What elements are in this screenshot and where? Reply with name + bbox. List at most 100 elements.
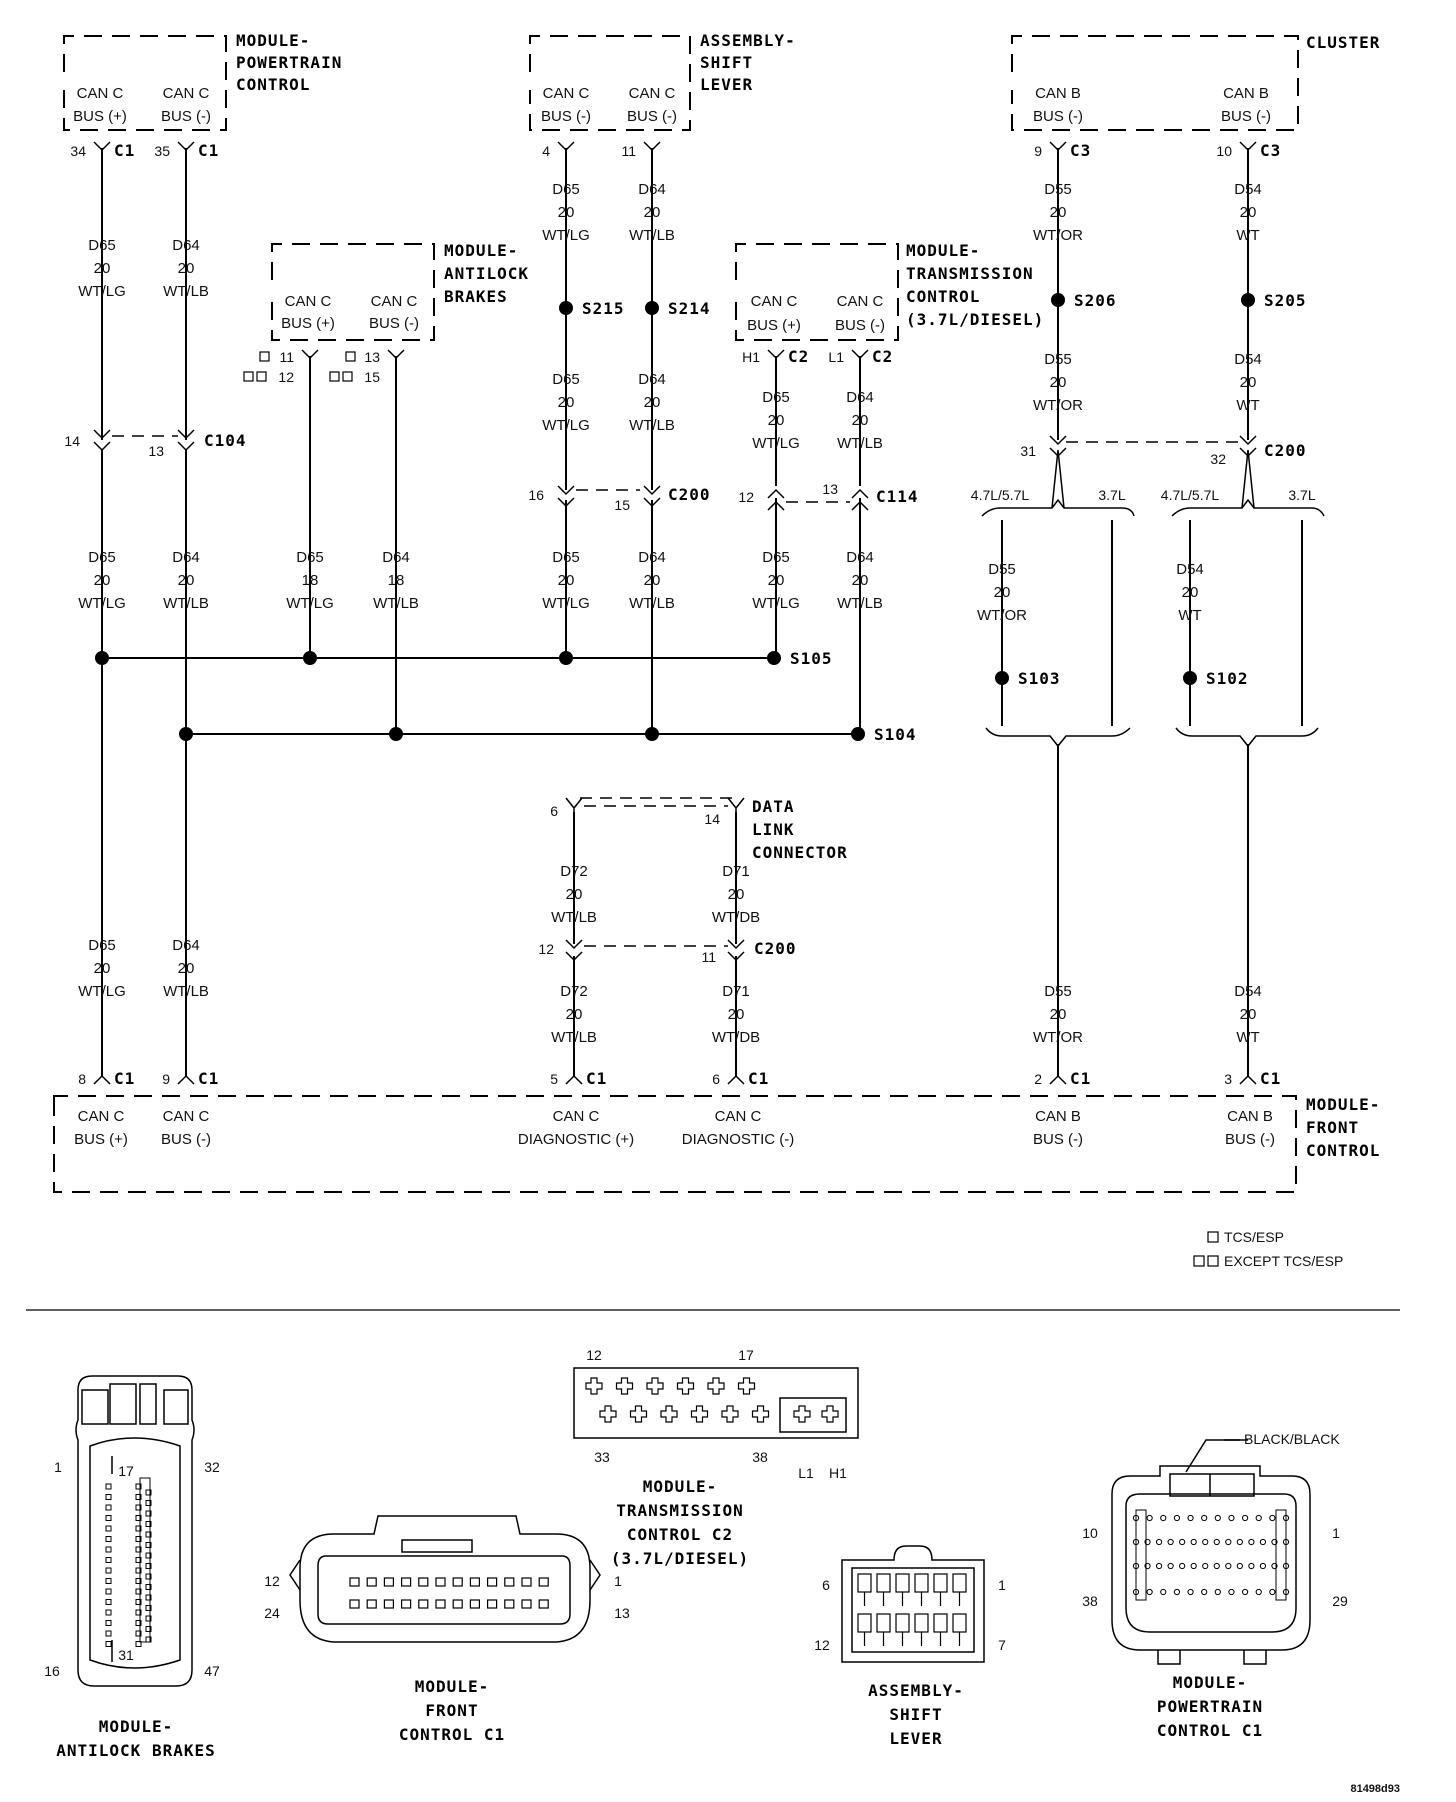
connector-cavity <box>145 1510 152 1517</box>
pin-label: 38 <box>752 1449 768 1465</box>
pin-label: 1 <box>54 1459 62 1475</box>
wire-code: D64 <box>638 549 666 566</box>
engine-label: 4.7L/5.7L <box>971 487 1030 503</box>
connector-cavity <box>349 1599 360 1609</box>
wire-code: D55 <box>1044 983 1072 1000</box>
wire-gauge: 20 <box>94 572 111 589</box>
wire-color: WT/LG <box>78 595 126 612</box>
fcm-pin6-line2: BUS (-) <box>1225 1131 1275 1148</box>
connector-cavity <box>1160 1514 1167 1522</box>
fcm-pin2-line1: CAN C <box>163 1108 210 1125</box>
wire-color: WT/LB <box>373 595 419 612</box>
shift-title-1: ASSEMBLY- <box>700 31 796 50</box>
connector-cavity <box>383 1577 394 1587</box>
pin-label: 10 <box>1082 1525 1098 1541</box>
wire-color: WT/LB <box>551 909 597 926</box>
module-transmission-control: MODULE- TRANSMISSION CONTROL (3.7L/DIESE… <box>735 241 1043 341</box>
splice-s102-dot <box>1183 671 1197 685</box>
pin-num: 10 <box>1216 143 1232 159</box>
wire-gauge: 20 <box>644 204 661 221</box>
pin-num: 13 <box>148 443 164 459</box>
abs-title-2: ANTILOCK <box>444 264 529 283</box>
connector-cavity <box>646 1377 664 1395</box>
splice-s206: S206 <box>1074 291 1117 310</box>
conn-id: C1 <box>748 1069 769 1088</box>
fcm-title-1: MODULE- <box>1306 1095 1380 1114</box>
connector-title: MODULE- <box>415 1677 489 1696</box>
connector-cavity <box>135 1588 142 1595</box>
connector-title: SHIFT <box>889 1705 942 1724</box>
wire-color: WT/LB <box>629 417 675 434</box>
wire-code: D65 <box>296 549 324 566</box>
tcm-pin2-line2: BUS (-) <box>835 317 885 334</box>
wire-gauge: 20 <box>852 412 869 429</box>
tcm-pin-grid <box>585 1377 839 1423</box>
pin-num: H1 <box>742 349 760 365</box>
tcm-title-1: MODULE- <box>906 241 980 260</box>
engine-label: 3.7L <box>1288 487 1315 503</box>
connector-cavity <box>135 1546 142 1553</box>
bus-dot <box>559 651 573 665</box>
wire-gauge: 20 <box>768 412 785 429</box>
connector-cavity <box>135 1599 142 1605</box>
fcm-pin5-line1: CAN B <box>1035 1108 1081 1125</box>
wire-color: WT/LB <box>163 595 209 612</box>
wire-color: WT/LG <box>78 283 126 300</box>
connector-cavity <box>1135 1509 1147 1601</box>
wire-code: D65 <box>88 237 116 254</box>
conn-id: C1 <box>1070 1069 1091 1088</box>
wire-code: D71 <box>722 983 750 1000</box>
connector-cavity <box>629 1405 648 1423</box>
connector-cavity <box>135 1536 142 1542</box>
wire-gauge: 20 <box>178 260 195 277</box>
connector-cavity <box>145 1489 152 1496</box>
bus-dot <box>95 651 109 665</box>
wire-code: D64 <box>172 237 200 254</box>
splice-s104: S104 <box>874 725 917 744</box>
connector-cavity <box>1202 1538 1209 1546</box>
abs-pin1-line2: BUS (+) <box>281 315 335 332</box>
legend: TCS/ESP EXCEPT TCS/ESP <box>1193 1229 1343 1269</box>
splice-s105-dot <box>767 651 781 665</box>
connector-cavity <box>1173 1588 1181 1596</box>
wire-code: D65 <box>88 549 116 566</box>
connector-cavity <box>504 1599 515 1609</box>
connector-cavity <box>135 1609 142 1616</box>
connector-cavity <box>1167 1562 1174 1570</box>
connector-cavity <box>1202 1562 1209 1570</box>
pin-num: 14 <box>704 811 720 827</box>
wire-code: D64 <box>846 549 874 566</box>
pin-num: 13 <box>364 349 380 365</box>
connector-cavity <box>876 1613 891 1633</box>
wire-color: WT <box>1236 1029 1259 1046</box>
module-powertrain-control: MODULE- POWERTRAIN CONTROL CAN C BUS (+)… <box>63 31 341 131</box>
wire-code: D55 <box>1044 351 1072 368</box>
conn-id: C1 <box>114 141 135 160</box>
wire-code: D54 <box>1176 561 1204 578</box>
connector-cavity <box>105 1546 112 1553</box>
connector-cavity <box>1269 1588 1276 1596</box>
figure-id: 81498d93 <box>1350 1783 1400 1795</box>
fcm-pin1-line1: CAN C <box>78 1108 125 1125</box>
wire-code: D72 <box>560 863 588 880</box>
connector-cavity <box>1155 1538 1163 1546</box>
conn-id: C200 <box>668 485 711 504</box>
connector-cavity <box>914 1613 929 1633</box>
legend-except: EXCEPT TCS/ESP <box>1224 1253 1343 1269</box>
connector-cavity <box>349 1577 360 1587</box>
conn-id: C200 <box>1264 441 1307 460</box>
connector-cavity <box>401 1599 412 1609</box>
shift-title-3: LEVER <box>700 75 753 94</box>
wire-gauge: 20 <box>768 572 785 589</box>
wire-color: WT/LB <box>629 595 675 612</box>
wire-code: D71 <box>722 863 750 880</box>
wire-color: WT/LB <box>629 227 675 244</box>
connector-cavity <box>145 1500 152 1506</box>
wire-code: D55 <box>988 561 1016 578</box>
connector-cavity <box>1248 1538 1255 1546</box>
splice-s103: S103 <box>1018 669 1061 688</box>
wire-gauge: 20 <box>1050 1006 1067 1023</box>
dlc-title-1: DATA <box>752 797 795 816</box>
wire-color: WT/OR <box>977 607 1027 624</box>
pin-label: 33 <box>594 1449 610 1465</box>
